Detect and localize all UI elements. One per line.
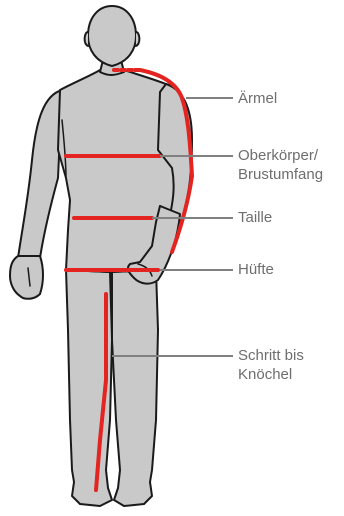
left-hand	[10, 256, 43, 299]
waist-label: Taille	[238, 208, 272, 227]
inseam-label: Schritt bis Knöchel	[238, 346, 304, 384]
chest-label: Oberkörper/ Brustumfang	[238, 146, 323, 184]
inseam-label-line2: Knöchel	[238, 365, 304, 384]
inseam-label-line1: Schritt bis	[238, 346, 304, 365]
right-ear	[136, 32, 139, 46]
left-arm	[18, 90, 62, 258]
chest-label-line1: Oberkörper/	[238, 146, 323, 165]
right-leg	[112, 270, 158, 506]
head	[88, 6, 136, 66]
hip-label: Hüfte	[238, 260, 274, 279]
chest-label-line2: Brustumfang	[238, 165, 323, 184]
sleeve-label: Ärmel	[238, 89, 277, 108]
left-ear	[85, 32, 88, 46]
